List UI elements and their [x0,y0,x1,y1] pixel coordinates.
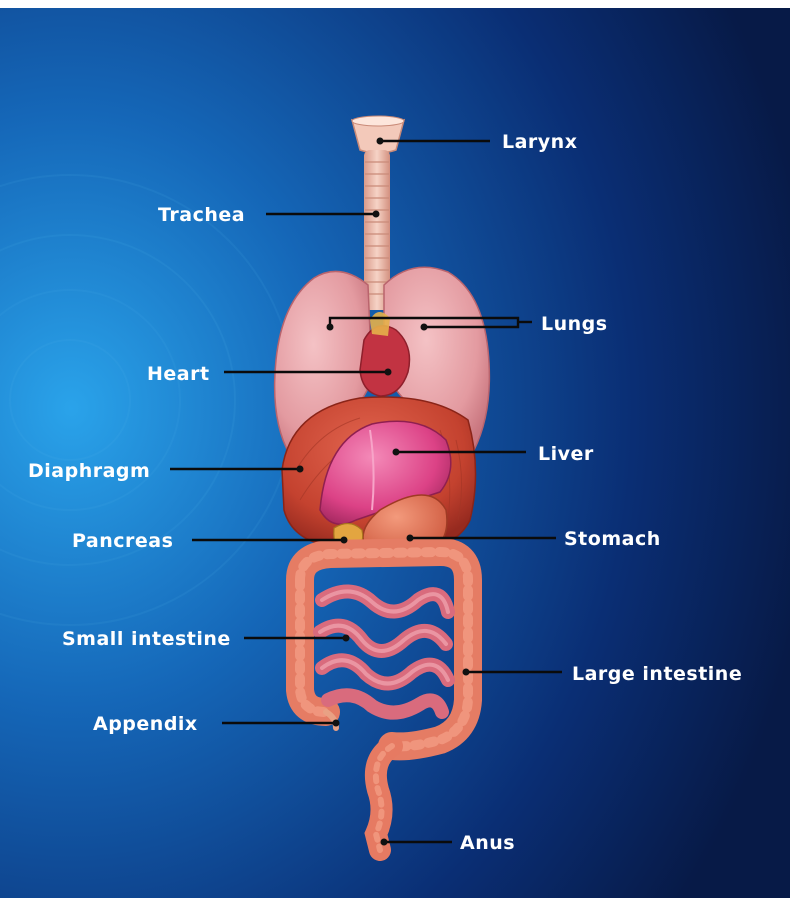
label-stomach: Stomach [564,528,661,550]
label-large-intestine: Large intestine [572,663,742,685]
label-larynx: Larynx [502,131,577,153]
label-liver: Liver [538,443,594,465]
label-pancreas: Pancreas [72,530,173,552]
label-small-intestine: Small intestine [62,628,231,650]
label-trachea: Trachea [158,204,245,226]
label-appendix: Appendix [93,713,198,735]
label-heart: Heart [147,363,210,385]
label-diaphragm: Diaphragm [28,460,150,482]
label-lungs: Lungs [541,313,608,335]
heart-shape [360,326,410,396]
label-anus: Anus [460,832,515,854]
